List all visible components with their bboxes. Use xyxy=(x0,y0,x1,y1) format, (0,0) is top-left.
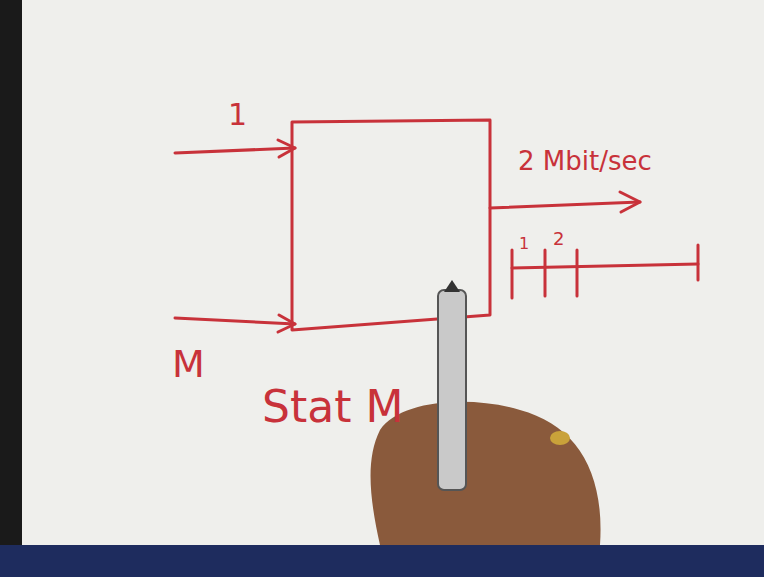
screen-strip xyxy=(0,545,764,577)
time-axis xyxy=(512,264,698,268)
mux-name: Stat M xyxy=(262,385,403,429)
board xyxy=(20,0,764,545)
input-count: M xyxy=(172,345,205,383)
slot-number: 2 xyxy=(553,230,564,248)
arrow-head xyxy=(620,192,640,212)
slot-ticks xyxy=(512,245,698,298)
hand-with-marker xyxy=(371,280,601,545)
rate-label: 2 Mbit/sec xyxy=(518,148,652,174)
input-arrow xyxy=(175,148,295,153)
input-number: 1 xyxy=(228,100,247,130)
slot-number: 1 xyxy=(519,236,529,252)
output-arrow xyxy=(490,202,640,208)
input-arrow xyxy=(175,318,295,324)
board-edge xyxy=(0,0,22,577)
